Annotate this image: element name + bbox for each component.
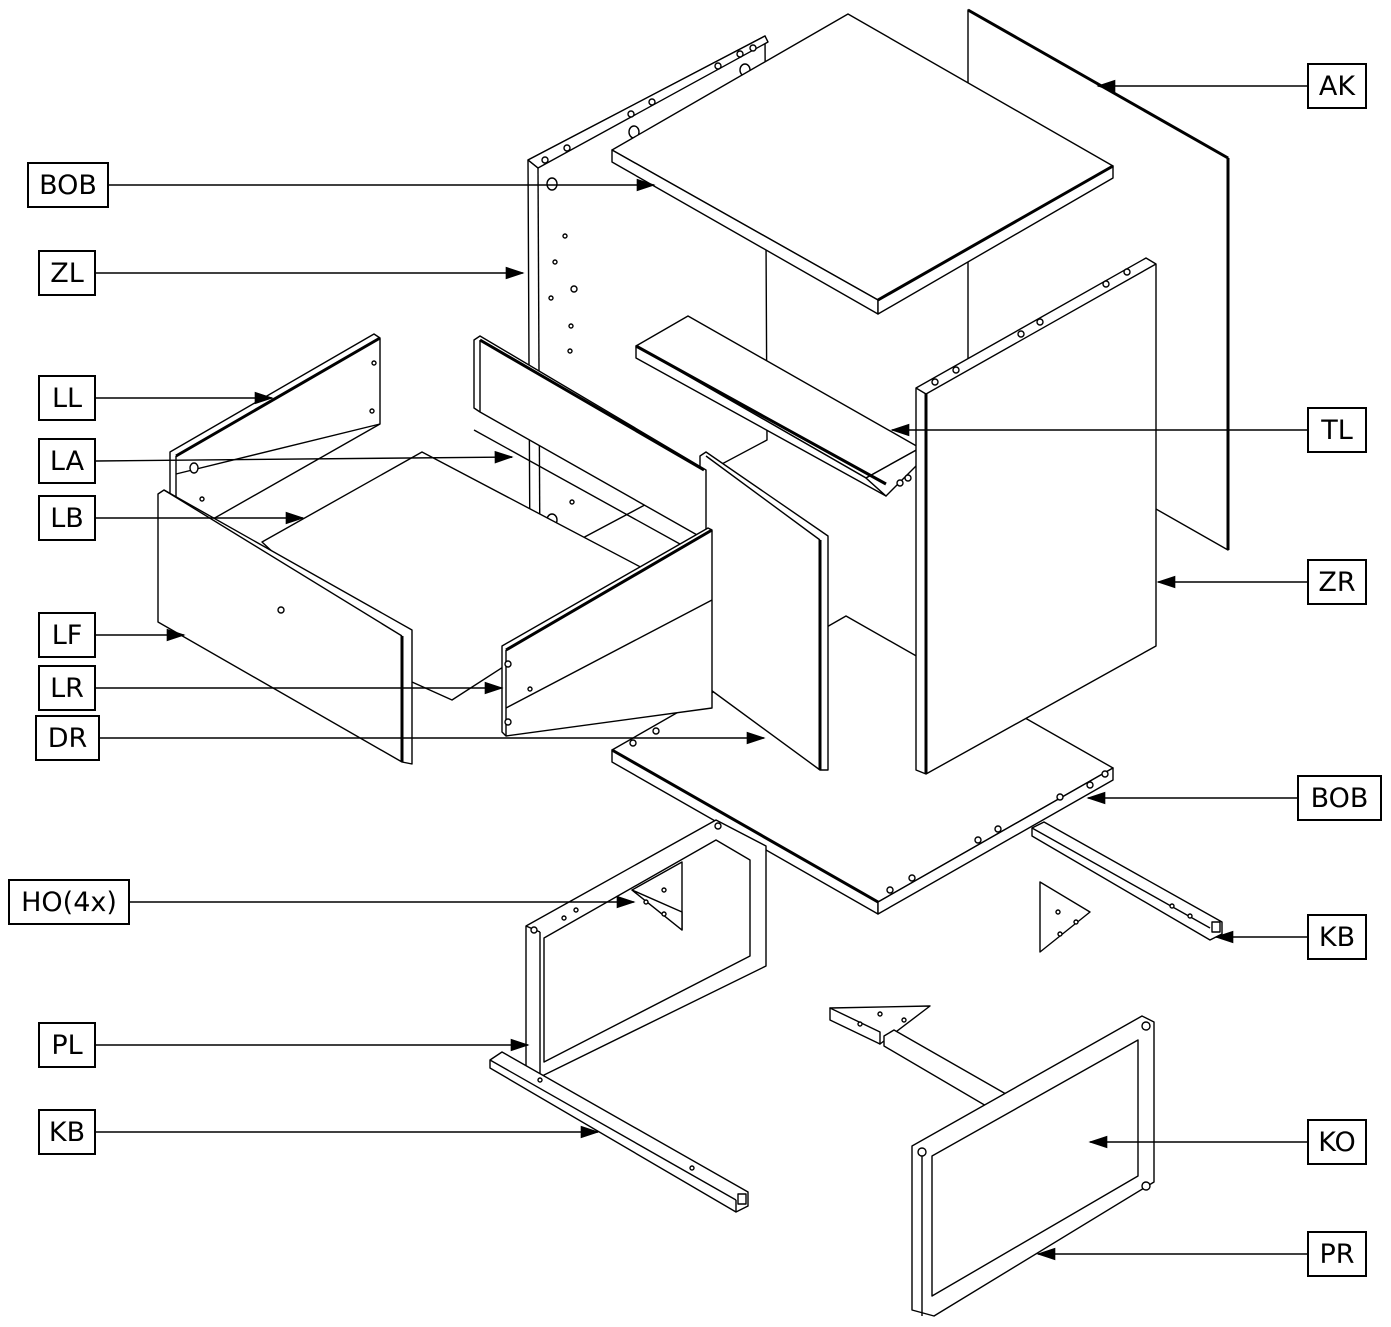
label-lr: LR (38, 665, 96, 711)
label-kb-right: KB (1307, 914, 1367, 960)
label-ko: KO (1307, 1119, 1367, 1165)
label-bob-bottom: BOB (1297, 775, 1382, 821)
label-zr: ZR (1307, 559, 1367, 605)
label-kb-left: KB (38, 1109, 96, 1155)
label-ll: LL (38, 375, 96, 421)
top-board-bob (611, 13, 1114, 315)
label-la: LA (38, 438, 96, 484)
label-pr: PR (1307, 1231, 1367, 1277)
label-zl: ZL (38, 250, 96, 296)
drawer-front-lf (157, 489, 413, 765)
left-leg-frame-pl (525, 819, 767, 1077)
label-lb: LB (38, 495, 96, 541)
label-tl: TL (1307, 407, 1367, 453)
right-leg-frame-pr (911, 1015, 1155, 1317)
drawer-right-side-lr (501, 527, 713, 737)
label-pl: PL (38, 1022, 96, 1068)
corner-brackets-ho (631, 861, 1091, 1045)
right-side-panel-zr (915, 257, 1157, 775)
label-bob-top: BOB (27, 162, 109, 208)
label-ho: HO(4x) (8, 879, 130, 925)
label-lf: LF (38, 612, 96, 658)
leader-lines (95, 79, 1307, 1261)
left-crossbar-kb (489, 1051, 749, 1213)
label-ak: AK (1307, 63, 1367, 109)
top-rail-tl (635, 315, 921, 497)
label-dr: DR (35, 715, 100, 761)
